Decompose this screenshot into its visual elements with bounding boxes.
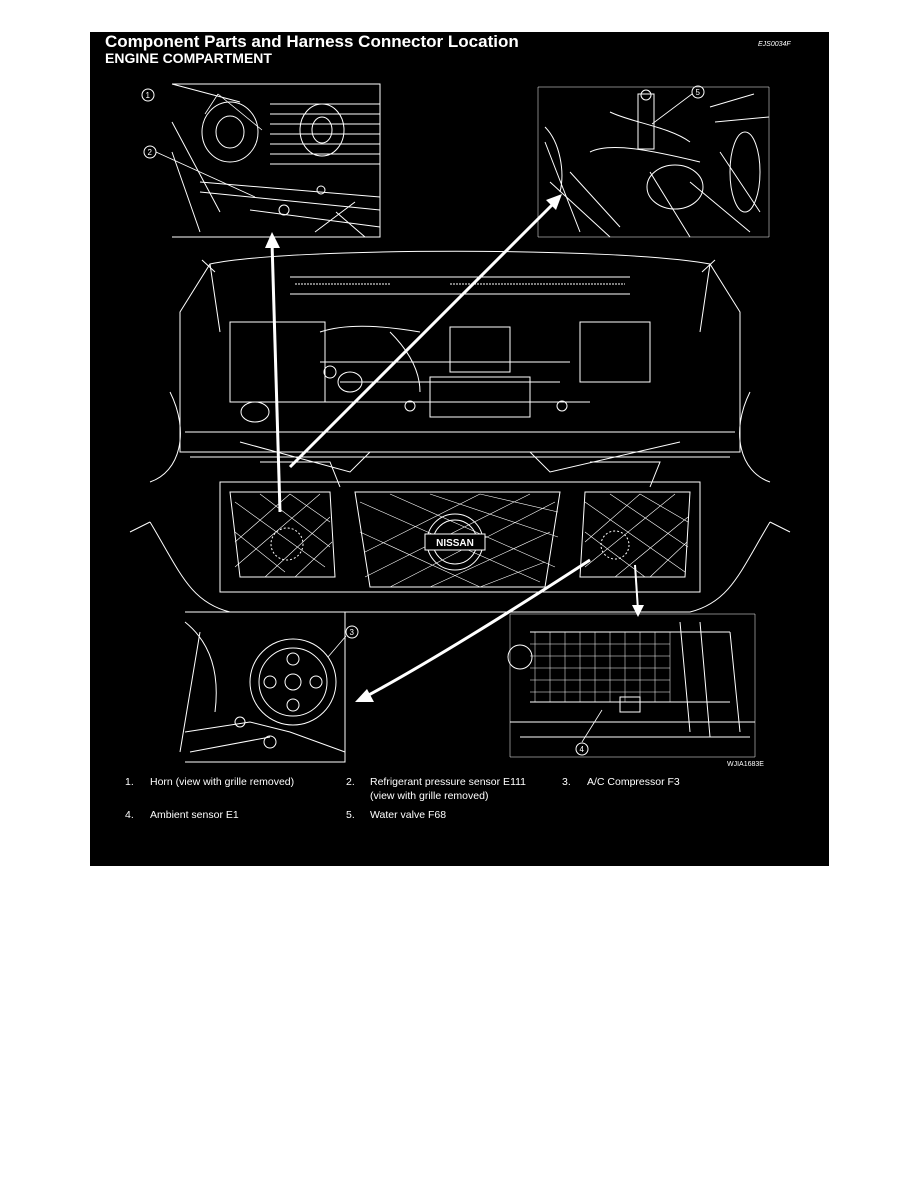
ac-compressor-inset	[179, 611, 346, 763]
callout-1: 1	[146, 91, 151, 100]
legend-num-2: 2.	[346, 776, 355, 788]
engine-compartment-illustration: 1 2 3 4 5 NISSAN	[129, 83, 791, 763]
legend-num-4: 4.	[125, 809, 134, 821]
legend-item-ac-compressor: A/C Compressor F3	[587, 776, 680, 788]
diagram-panel: Component Parts and Harness Connector Lo…	[90, 32, 829, 866]
legend-num-3: 3.	[562, 776, 571, 788]
callout-2: 2	[148, 148, 153, 157]
horn-inset	[171, 83, 381, 238]
legend-item-pressure-sensor: Refrigerant pressure sensor E111	[370, 776, 527, 788]
legend-item-water-valve: Water valve F68	[370, 809, 447, 821]
arrows	[155, 93, 693, 743]
figure-id: WJIA1683E	[727, 761, 764, 768]
main-engine-view	[129, 250, 791, 613]
legend-item-pressure-sensor-note: (view with grille removed)	[370, 790, 489, 802]
callout-5: 5	[696, 88, 701, 97]
page-title: Component Parts and Harness Connector Lo…	[105, 32, 519, 51]
legend-num-5: 5.	[346, 809, 355, 821]
legend-item-horn: Horn (view with grille removed)	[150, 776, 295, 788]
callout-markers	[141, 85, 705, 756]
page-subtitle: ENGINE COMPARTMENT	[105, 50, 272, 66]
document-id: EJS0034F	[758, 41, 791, 48]
ambient-sensor-inset	[507, 613, 756, 758]
grille-badge: NISSAN	[436, 538, 474, 549]
legend-num-1: 1.	[125, 776, 134, 788]
water-valve-inset	[537, 86, 770, 238]
callout-4: 4	[580, 745, 585, 754]
legend-item-ambient-sensor: Ambient sensor E1	[150, 809, 239, 821]
callout-3: 3	[350, 628, 355, 637]
arrowheads	[265, 194, 644, 702]
